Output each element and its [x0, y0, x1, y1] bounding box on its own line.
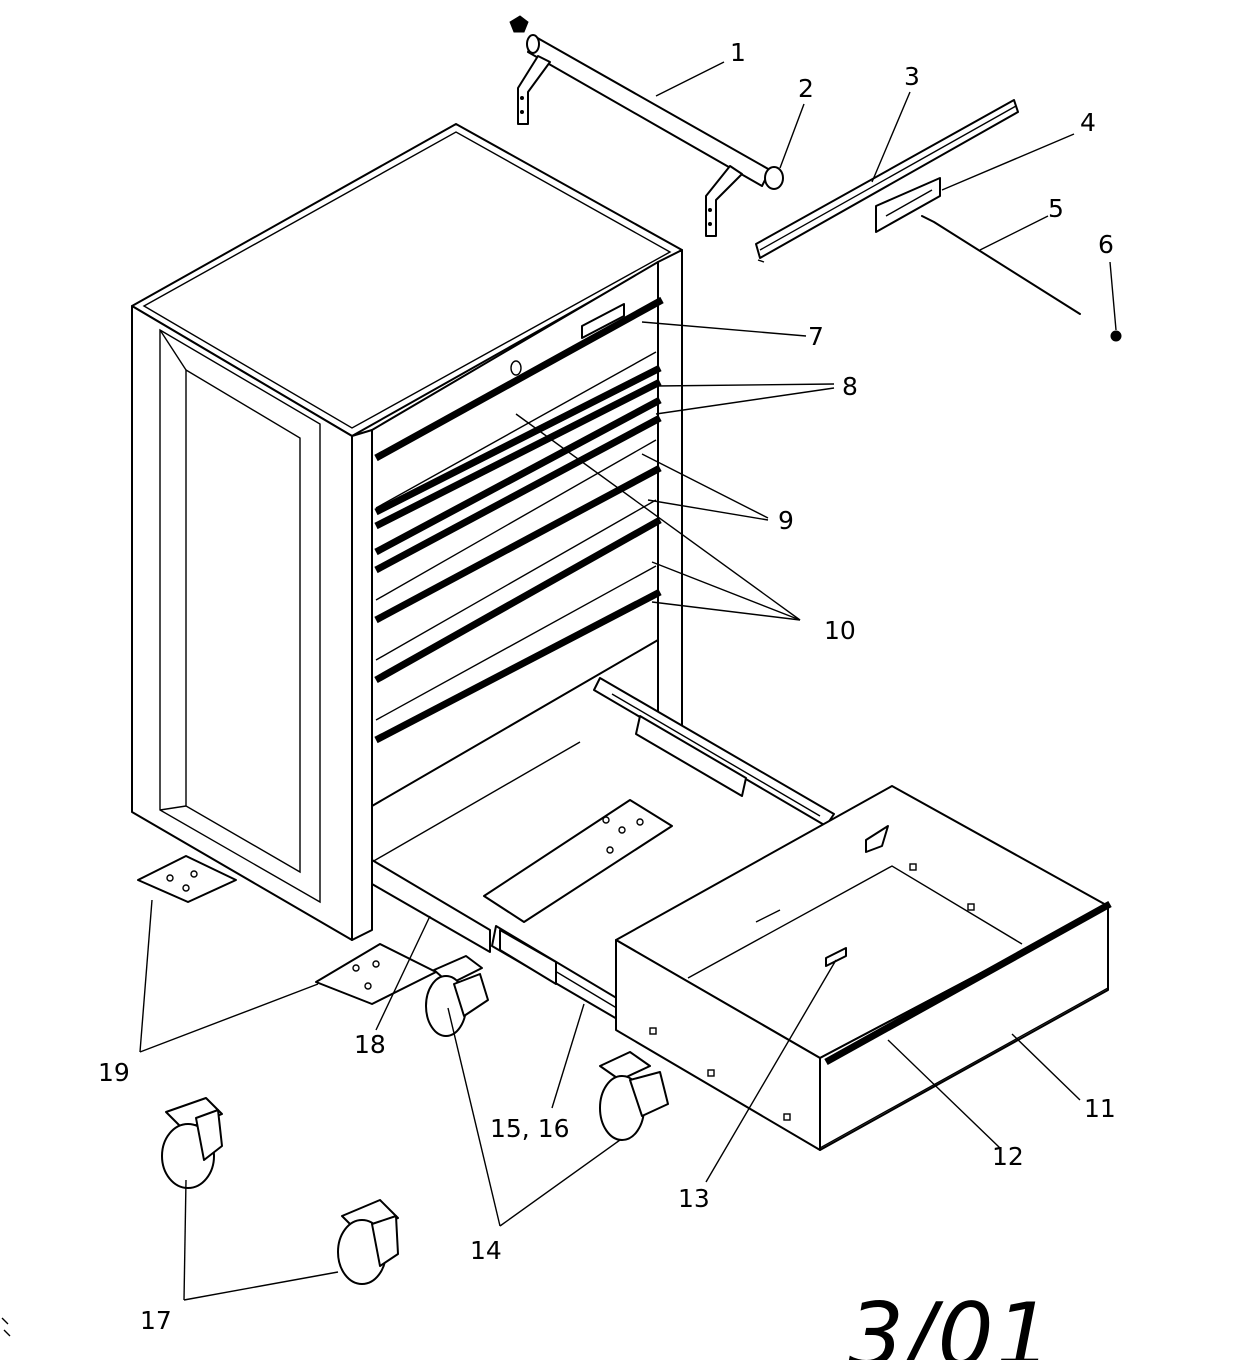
revision-date-stamp: 3/01 [848, 1284, 1054, 1360]
callout-13: 13 [678, 1184, 710, 1213]
slide-rail-part [755, 99, 1019, 263]
callout-12: 12 [992, 1142, 1024, 1171]
callout-2: 2 [798, 74, 814, 103]
callout-14: 14 [470, 1236, 502, 1265]
rigid-caster-back-left [161, 1097, 223, 1189]
callout-4: 4 [1080, 108, 1096, 137]
callout-1: 1 [730, 38, 746, 67]
handle-bar-part [509, 15, 771, 237]
callout-17: 17 [140, 1306, 172, 1335]
cabinet-body [131, 123, 683, 941]
callout-6: 6 [1098, 230, 1114, 259]
callout-19: 19 [98, 1058, 130, 1087]
base-cross-plate-part [483, 799, 673, 923]
drawer-slides-part [371, 677, 835, 1031]
swivel-caster-front-left [425, 955, 489, 1037]
callout-5: 5 [1048, 194, 1064, 223]
screw-part [1110, 330, 1122, 342]
callout-18: 18 [354, 1030, 386, 1059]
callout-9: 9 [778, 506, 794, 535]
callout-11: 11 [1084, 1094, 1116, 1123]
callout-10: 10 [824, 616, 856, 645]
callout-15-16: 15, 16 [490, 1114, 570, 1143]
corner-mark [1, 1317, 11, 1337]
rail-bracket-part [875, 177, 941, 233]
end-cap-part [764, 166, 784, 190]
swivel-caster-front-right [599, 1051, 669, 1141]
callout-3: 3 [904, 62, 920, 91]
drawer-part [615, 785, 1112, 1151]
leader-lines [139, 61, 1117, 1301]
lock-rod-part [921, 215, 1081, 315]
callout-7: 7 [808, 322, 824, 351]
rigid-caster-back-right [337, 1199, 399, 1285]
callout-8: 8 [842, 372, 858, 401]
